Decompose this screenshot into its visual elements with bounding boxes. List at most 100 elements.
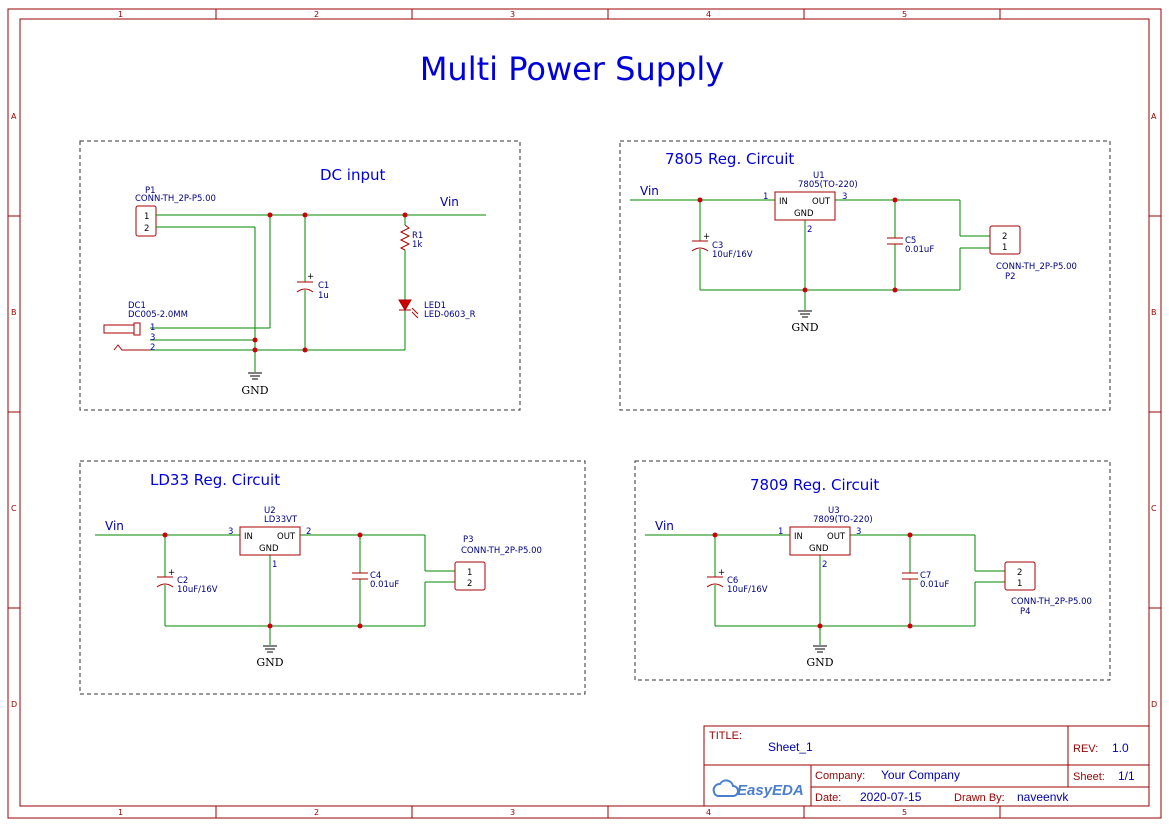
dc1-value: DC005-2.0MM (128, 310, 188, 320)
svg-text:+: + (703, 232, 710, 242)
reg-7805-section: 7805 Reg. Circuit Vin IN OUT GND 1 3 2 U… (619, 140, 1111, 411)
dc-input-box (79, 140, 521, 411)
reg-7809-section: 7809 Reg. Circuit Vin IN OUT GND 1 3 2 U… (634, 460, 1111, 681)
outer-frame (7, 8, 1162, 819)
dc-input-section: DC input Vin 1 2 P1 CONN-TH_2P-P5.00 + C… (79, 140, 521, 411)
u3-value: 7809(TO-220) (813, 515, 873, 525)
p3-connector (454, 561, 486, 591)
u3-in: IN (794, 532, 803, 542)
c1-value: 1u (318, 291, 329, 301)
dc1-ref: DC1 (128, 301, 146, 311)
zone-col-5-bottom: 5 (902, 808, 907, 817)
vin-label-ld33: Vin (105, 519, 124, 533)
zone-row-b-right: B (1151, 308, 1157, 317)
u3-out: OUT (827, 532, 846, 542)
u3-pin-in: 1 (778, 527, 783, 537)
tb-company-label: Company: (815, 770, 865, 782)
zone-row-b: B (11, 308, 17, 317)
c3-value: 10uF/16V (712, 250, 753, 260)
c6-value: 10uF/16V (727, 585, 768, 595)
u2-value: LD33VT (264, 515, 298, 525)
p3-value: CONN-TH_2P-P5.00 (461, 546, 542, 556)
row-labels-right: A B C D (1151, 112, 1157, 709)
led1-ref: LED1 (424, 301, 446, 311)
p1-pin-2: 2 (144, 224, 149, 234)
gnd-label-ld33: GND (256, 656, 283, 669)
led1-value: LED-0603_R (424, 310, 476, 320)
c5-ref: C5 (905, 236, 916, 246)
svg-text:+: + (168, 568, 175, 578)
u3-pin-gnd: 2 (822, 560, 827, 570)
p3-ref: P3 (463, 535, 474, 545)
column-labels-bottom: 1 2 3 4 5 (118, 808, 907, 817)
u3-gnd: GND (809, 544, 829, 554)
p2-pin-2: 2 (1002, 232, 1007, 242)
reg-7805-title: 7805 Reg. Circuit (665, 150, 794, 168)
column-ticks (8, 9, 1161, 818)
reg-7809-box (634, 460, 1111, 681)
u2-pin-gnd: 1 (272, 560, 277, 570)
c1-ref: C1 (318, 281, 329, 291)
c4-value: 0.01uF (370, 580, 399, 590)
p1-pin-1: 1 (144, 212, 149, 222)
dc-input-title: DC input (320, 166, 385, 184)
tb-drawn-value: naveenvk (1017, 790, 1069, 804)
reg-ld33-box (79, 460, 586, 695)
c2-value: 10uF/16V (177, 585, 218, 595)
zone-col-3: 3 (510, 10, 515, 19)
zone-col-1: 1 (118, 10, 123, 19)
gnd-label-7809: GND (806, 656, 833, 669)
c1-plus: + (307, 272, 314, 282)
gnd-label-dc: GND (241, 384, 268, 397)
p2-value: CONN-TH_2P-P5.00 (996, 262, 1077, 272)
p4-ref: P4 (1020, 607, 1031, 617)
r1-resistor (399, 224, 411, 251)
reg-7809-title: 7809 Reg. Circuit (750, 476, 879, 494)
easyeda-logo: EasyEDA (712, 779, 804, 799)
zone-col-4: 4 (706, 10, 711, 19)
tb-drawn-label: Drawn By: (954, 792, 1005, 804)
row-labels-left: A B C D (11, 112, 17, 709)
u3-ref: U3 (828, 506, 840, 516)
zone-row-a: A (11, 112, 17, 121)
p2-connector (989, 225, 1021, 255)
svg-text:+: + (718, 568, 725, 578)
tb-date-value: 2020-07-15 (860, 790, 922, 804)
u1-value: 7805(TO-220) (798, 180, 858, 190)
reg-7805-box (619, 140, 1111, 411)
p3-pin-2: 2 (467, 579, 472, 589)
p4-pin-1: 1 (1017, 579, 1022, 589)
logo-text: EasyEDA (737, 782, 804, 799)
p1-ref: P1 (145, 186, 156, 196)
u2-regulator (239, 526, 301, 556)
tb-company-value: Your Company (881, 768, 960, 782)
c5-value: 0.01uF (905, 245, 934, 255)
tb-sheet-value: 1/1 (1118, 769, 1135, 783)
dc1-pin-2: 2 (150, 343, 155, 353)
r1-value: 1k (412, 240, 422, 250)
zone-col-2-bottom: 2 (314, 808, 319, 817)
u1-in: IN (779, 197, 788, 207)
vin-label-dc: Vin (440, 195, 459, 209)
tb-title-label: TITLE: (709, 730, 742, 742)
r1-ref: R1 (412, 231, 423, 241)
p4-pin-2: 2 (1017, 568, 1022, 578)
c4-ref: C4 (370, 571, 381, 581)
zone-row-a-right: A (1151, 112, 1157, 121)
tb-rev-label: REV: (1073, 743, 1098, 755)
zone-col-1-bottom: 1 (118, 808, 123, 817)
c6-ref: C6 (727, 576, 738, 586)
dc1-jack (103, 324, 135, 334)
tb-sheet-label: Sheet: (1073, 771, 1105, 783)
tb-title-value: Sheet_1 (768, 740, 813, 754)
c7-ref: C7 (920, 571, 931, 581)
u1-out: OUT (812, 197, 831, 207)
dc1-pin-3: 3 (150, 333, 155, 343)
reg-ld33-section: LD33 Reg. Circuit Vin IN OUT GND 3 2 1 U… (79, 460, 586, 695)
u2-pin-out: 2 (306, 527, 311, 537)
vin-label-7809: Vin (655, 519, 674, 533)
cloud-icon (712, 779, 739, 797)
dc1-pin-1: 1 (150, 323, 155, 333)
p2-ref: P2 (1005, 272, 1016, 282)
